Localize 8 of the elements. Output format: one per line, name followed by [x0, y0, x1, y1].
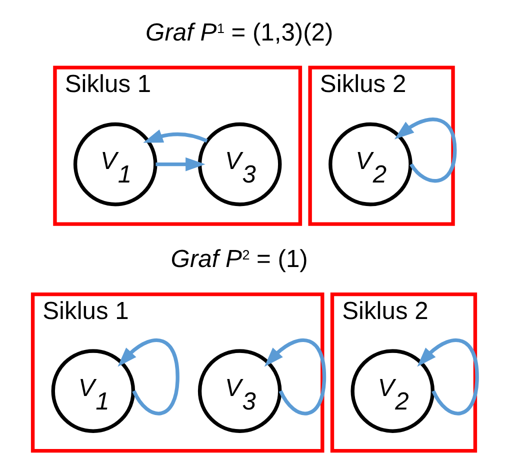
label: Graf P$^{1}$ = (1,3)(2)	[146, 19, 334, 46]
arrow	[394, 118, 457, 183]
arrow	[156, 157, 206, 172]
arrow	[143, 130, 208, 143]
label: Graf P$^{2}$ = (1)	[170, 246, 308, 274]
arrow	[417, 338, 479, 416]
arrow	[118, 338, 180, 416]
arrow	[264, 338, 326, 416]
